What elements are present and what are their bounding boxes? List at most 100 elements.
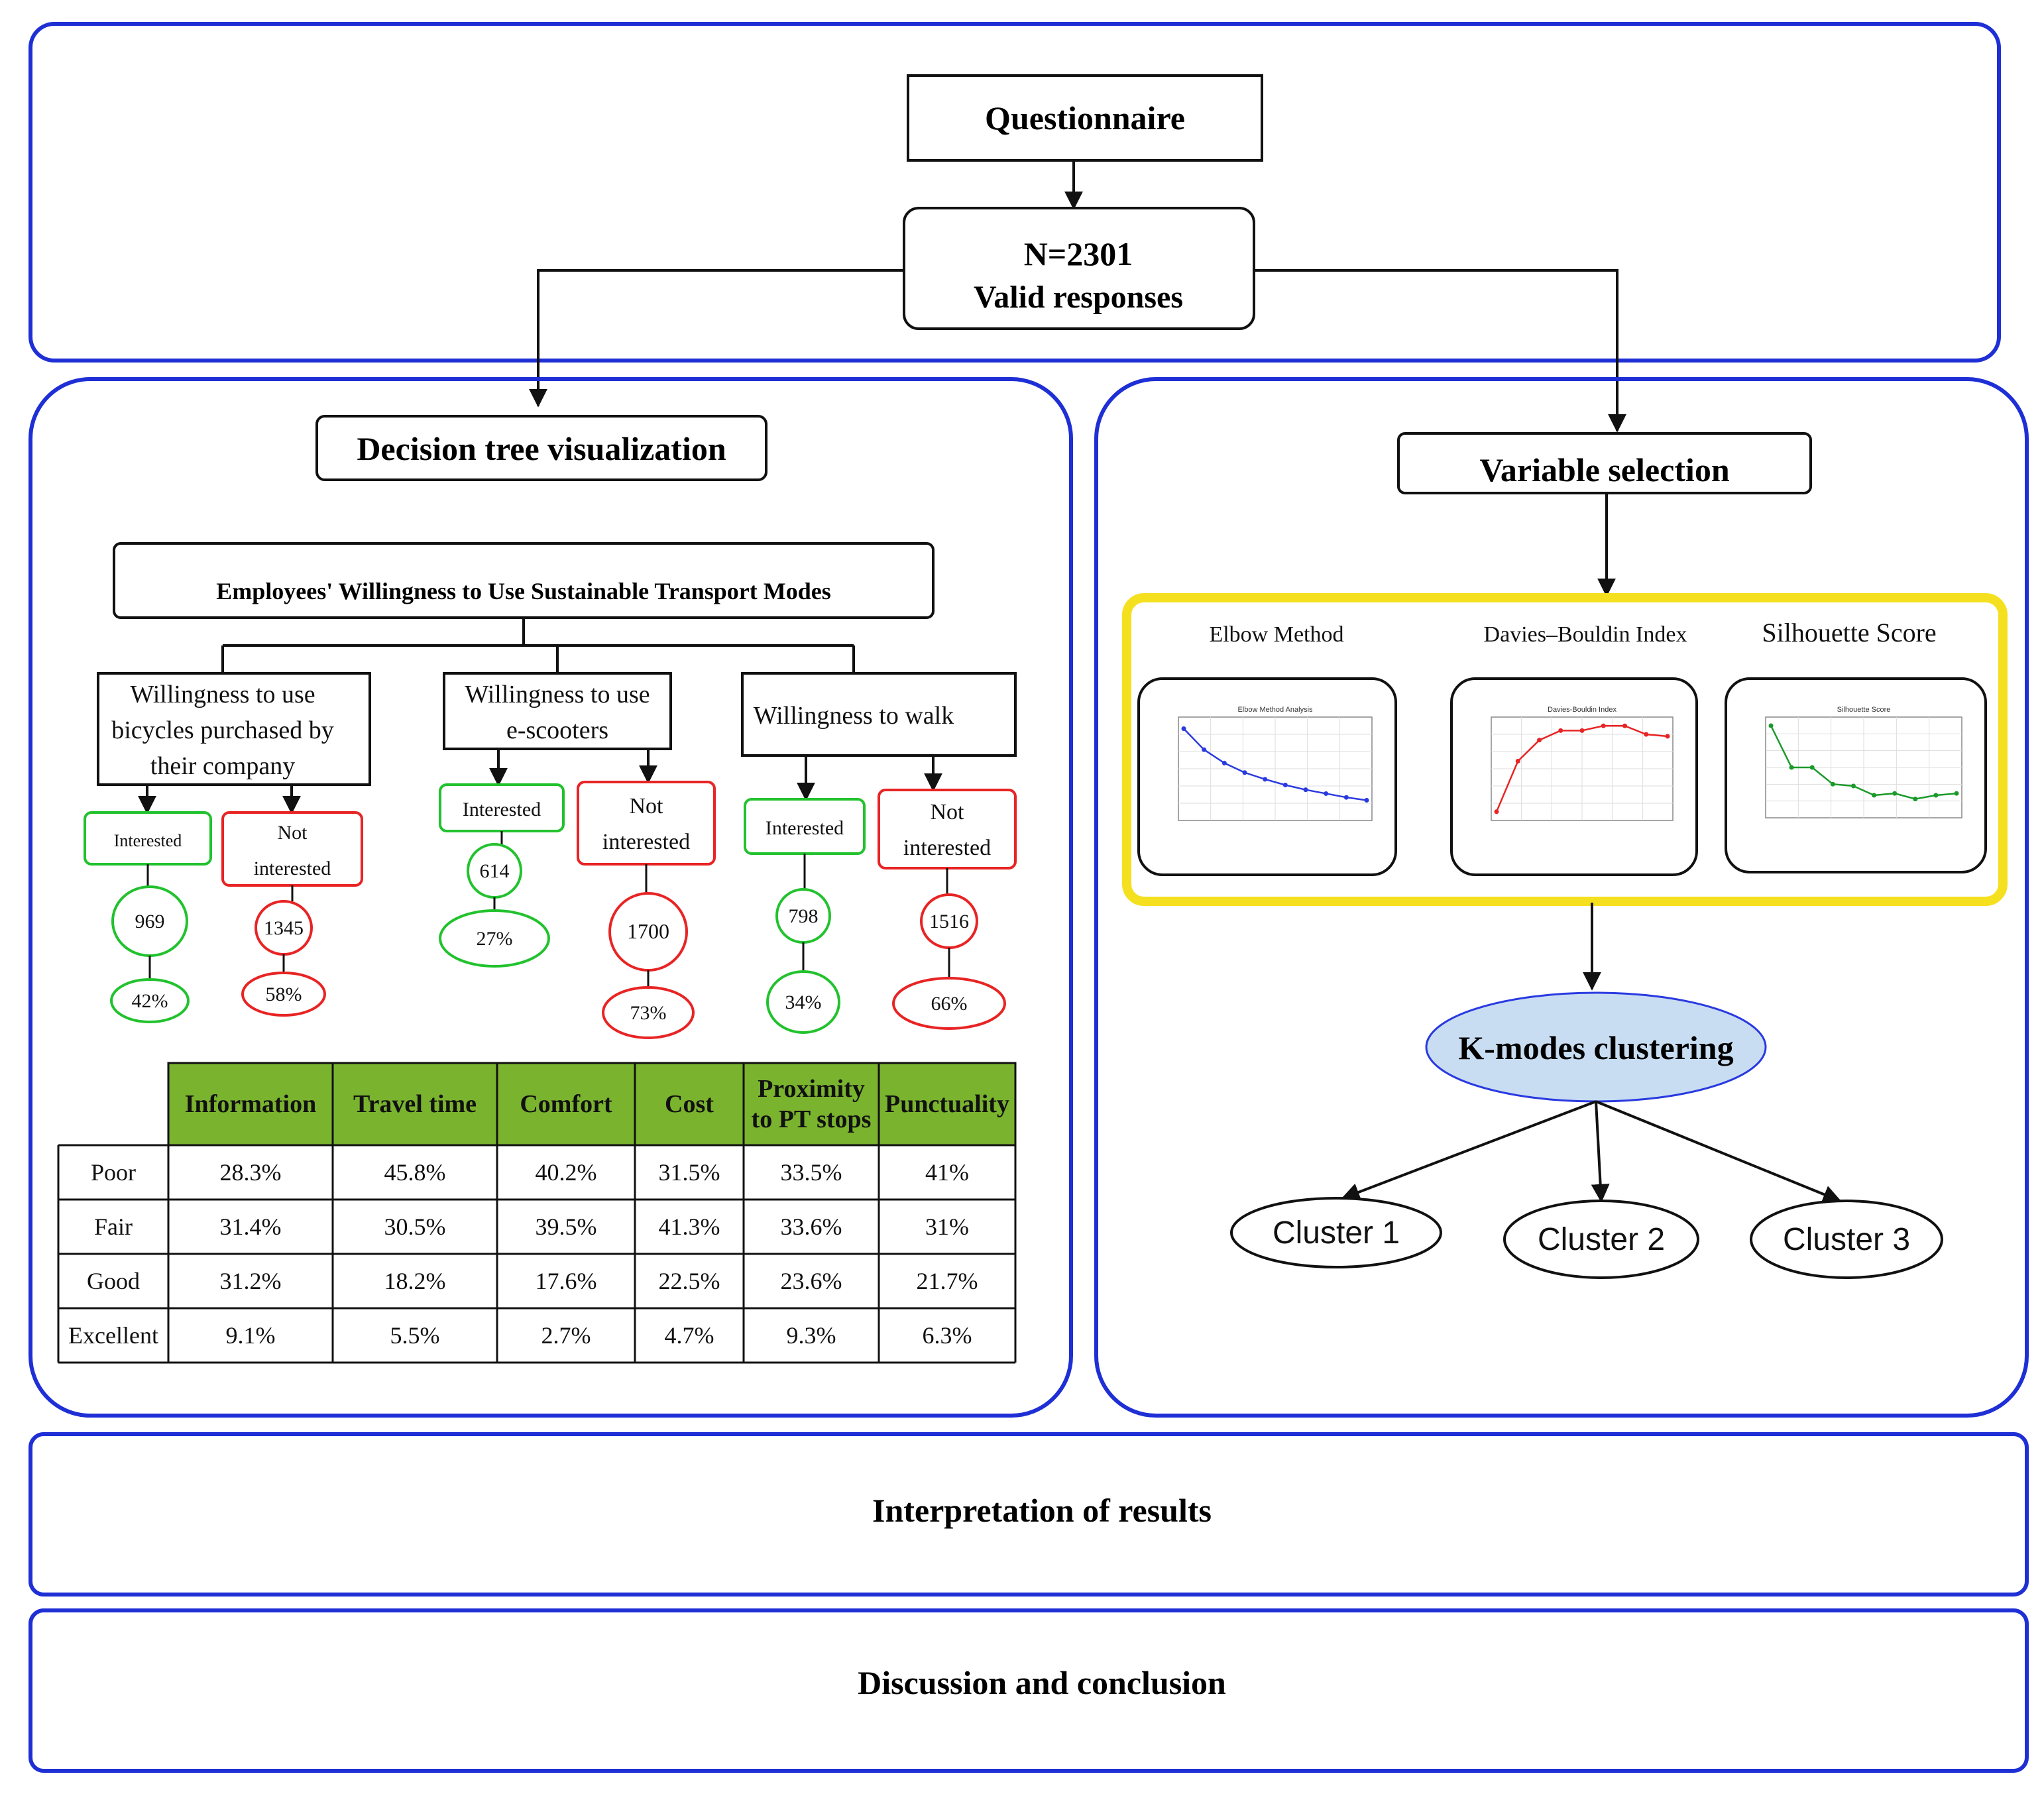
responses-label: Valid responses: [974, 280, 1183, 315]
table-cell: 5.5%: [390, 1322, 440, 1349]
branch-label: Willingness to use: [130, 681, 315, 708]
mini-chart-title: Silhouette Score: [1837, 706, 1891, 714]
not-interested-count: 1345: [264, 917, 304, 939]
interested-count: 614: [480, 860, 510, 882]
arrow-to-cluster: [1341, 1100, 1597, 1202]
mini-chart-point: [1913, 797, 1918, 802]
table-cell: 33.6%: [781, 1213, 842, 1240]
table-cell: 39.5%: [536, 1213, 597, 1240]
table-row-label: Excellent: [68, 1322, 158, 1349]
interested-count: 969: [135, 911, 165, 932]
branch-label: Willingness to walk: [754, 702, 954, 730]
table-cell: 9.3%: [787, 1322, 836, 1349]
mini-chart-point: [1768, 723, 1774, 728]
not-interested-percent-ellipse: [892, 977, 1006, 1030]
table-row-label: Poor: [91, 1159, 136, 1186]
not-interested-label: Not: [278, 822, 308, 844]
table-cell: 40.2%: [536, 1159, 597, 1186]
table-cell: 45.8%: [384, 1159, 446, 1186]
table-header-text: Proximity: [758, 1075, 865, 1103]
mini-chart-point: [1263, 777, 1268, 782]
not-interested-label: interested: [254, 858, 331, 879]
tree-root-label: Employees' Willingness to Use Sustainabl…: [216, 578, 830, 604]
branch-box: [741, 672, 1017, 757]
table-row: [58, 1308, 1015, 1363]
table-row: [58, 1145, 1015, 1200]
mini-chart-point: [1181, 726, 1186, 732]
table-row: [58, 1254, 1015, 1308]
mini-chart-point: [1789, 765, 1794, 770]
table-header-text: Information: [185, 1090, 316, 1118]
cluster-label: Cluster 3: [1783, 1222, 1910, 1257]
interpretation-label: Interpretation of results: [872, 1492, 1212, 1529]
table-cell: 2.7%: [541, 1322, 591, 1349]
table-cell: 6.3%: [923, 1322, 972, 1349]
branch-label: e-scooters: [506, 716, 608, 744]
mini-chart-point: [1494, 809, 1499, 814]
questionnaire-box: [907, 74, 1263, 162]
table-header-text: Cost: [665, 1090, 714, 1118]
cluster-ellipse: [1230, 1197, 1442, 1268]
mini-chart-point: [1644, 732, 1649, 737]
mini-chart-point: [1579, 728, 1585, 733]
mini-chart-point: [1515, 758, 1520, 763]
table-cell: 41%: [925, 1159, 969, 1186]
table-cell: 31.2%: [220, 1268, 282, 1294]
tree-branch-2: Willingness to usee-scootersInterested61…: [439, 645, 716, 1039]
cluster-label: Cluster 1: [1273, 1215, 1400, 1251]
branch-label: Willingness to use: [465, 681, 650, 708]
table-header-text: Travel time: [353, 1090, 477, 1118]
interested-percent: 27%: [477, 928, 513, 950]
table-cell: 31.5%: [659, 1159, 720, 1186]
not-interested-label: Not: [931, 800, 965, 824]
responses-box: [903, 207, 1255, 330]
method-label: Elbow Method: [1209, 622, 1343, 647]
not-interested-label: Not: [630, 794, 664, 818]
mini-chart-point: [1954, 791, 1959, 796]
discussion-panel: [28, 1608, 2029, 1773]
method-label: Silhouette Score: [1762, 618, 1936, 647]
variable-selection-title: Variable selection: [1479, 451, 1729, 488]
not-interested-percent-ellipse: [602, 986, 695, 1039]
interested-label: Interested: [766, 817, 844, 839]
left-panel: [28, 377, 1073, 1418]
cluster-ellipse: [1503, 1200, 1699, 1279]
right-panel: [1094, 377, 2029, 1418]
table-cell: 31.4%: [220, 1213, 282, 1240]
table-cell: 22.5%: [659, 1268, 720, 1294]
mini-chart-point: [1933, 793, 1939, 798]
mini-chart-point: [1202, 747, 1207, 752]
mini-chart-point: [1872, 793, 1877, 798]
variable-selection-box: [1397, 432, 1812, 494]
mini-chart-point: [1558, 728, 1563, 733]
interested-percent-ellipse: [766, 970, 840, 1034]
interested-count: 798: [789, 905, 819, 927]
mini-chart-point: [1665, 734, 1670, 739]
interested-label: Interested: [114, 831, 182, 850]
table-cell: 33.5%: [781, 1159, 842, 1186]
mini-chart-point: [1282, 782, 1288, 787]
mini-chart-point: [1537, 738, 1542, 743]
decision-tree-title-box: [315, 415, 767, 481]
mini-chart-point: [1850, 783, 1856, 789]
interested-percent-ellipse: [110, 978, 190, 1023]
table-row-label: Good: [87, 1268, 140, 1294]
mini-chart-point: [1343, 795, 1349, 800]
table-cell: 9.1%: [226, 1322, 276, 1349]
not-interested-percent: 66%: [931, 993, 968, 1015]
table-cell: 31%: [925, 1213, 969, 1240]
tree-branch-3: Willingness to walkInterested79834%Notin…: [741, 645, 1017, 1034]
mini-chart-point: [1303, 787, 1308, 793]
mini-chart-point: [1601, 723, 1606, 728]
not-interested-percent: 73%: [630, 1002, 667, 1024]
mini-chart-point: [1622, 723, 1627, 728]
